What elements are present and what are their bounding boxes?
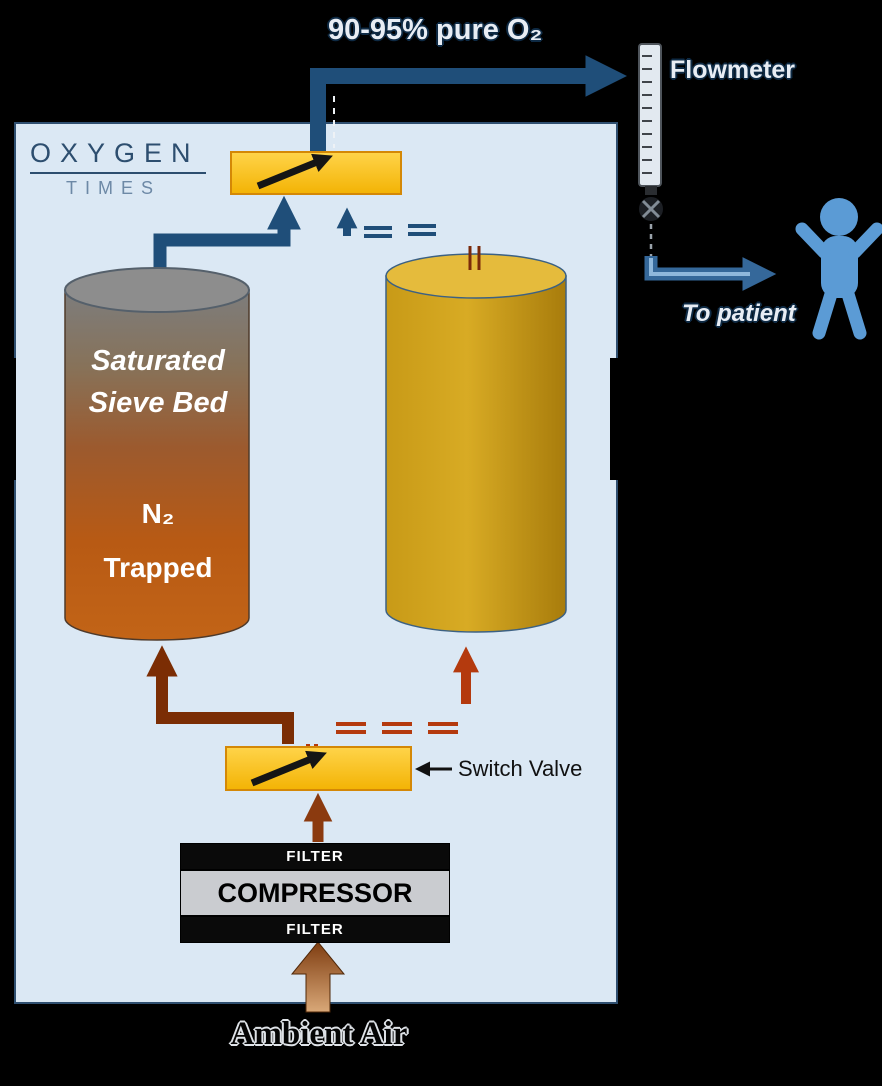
flowmeter-tube [638,43,662,187]
red-dashes-horizontal [336,722,458,734]
ambient-air-label: Ambient Air [230,1016,408,1052]
nitrogen-label: N₂ [141,498,175,529]
exhaust-pipe [146,645,294,744]
logo-line2: TIMES [66,178,162,198]
enclosure-notch-right [610,358,642,480]
logo-line1: OXYGEN [30,138,200,168]
oxygen-times-logo: OXYGEN TIMES [30,138,206,199]
ambient-air-arrow [290,941,346,1013]
trapped-label: Trapped [103,552,213,583]
to-patient-arrow [644,256,777,291]
valve-direction-arrow [250,750,327,787]
flowmeter [637,43,665,256]
filter-top-bar: FILTER [181,844,449,869]
closed-port-ticks [468,246,481,270]
switch-valve [225,746,412,791]
flowmeter-label: Flowmeter [670,56,796,84]
to-patient-arrow-core [649,258,750,276]
oxygen-outlet-pipe [310,55,627,176]
blue-equals-dashes [364,224,436,238]
switch-valve-label: Switch Valve [458,756,583,781]
enclosure-notch-left [0,358,16,480]
left-feed-pipe [153,195,301,284]
valve-direction-arrow [256,153,333,190]
product-valve [230,151,402,195]
purity-label: 90-95% pure O₂ [328,14,543,46]
saturated-sieve-bed-title: Saturated Sieve Bed [88,345,228,420]
filter-bottom-bar: FILTER [181,917,449,942]
logo-rule [30,172,206,174]
flowmeter-ticks [642,55,652,174]
compressor-stack: FILTER COMPRESSOR FILTER [180,843,450,943]
regenerating-sieve-bed-cylinder [385,246,567,633]
saturated-sieve-bed-cylinder [64,267,250,641]
patient-icon [795,198,882,340]
compressor-bar: COMPRESSOR [181,869,449,917]
to-patient-label: To patient [682,300,796,327]
